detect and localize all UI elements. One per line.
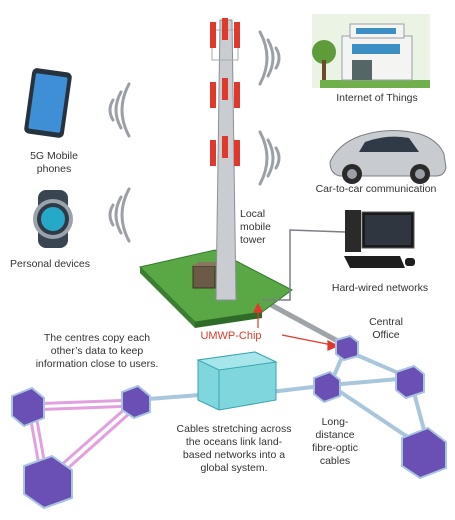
server-central-office bbox=[335, 334, 359, 362]
server-node-4 bbox=[11, 386, 45, 428]
label-wired: Hard-wired networks bbox=[331, 282, 429, 294]
server-node-5 bbox=[121, 384, 151, 420]
label-centres: The centres copy each other’s data to ke… bbox=[35, 332, 159, 370]
label-chip: UMWP-Chip bbox=[200, 330, 262, 342]
desktop-computer-icon bbox=[344, 210, 415, 268]
iot-house-icon bbox=[312, 14, 430, 88]
car-icon bbox=[329, 130, 447, 184]
mobile-phone-icon bbox=[24, 68, 72, 138]
label-mobile: 5G Mobile phones bbox=[30, 150, 78, 175]
signal-waves bbox=[108, 30, 281, 243]
server-node-3 bbox=[401, 426, 447, 480]
smart-watch-icon bbox=[33, 190, 73, 248]
server-node-6 bbox=[23, 454, 73, 510]
label-personal: Personal devices bbox=[10, 258, 90, 270]
label-fibre: Long- distance fibre-optic cables bbox=[311, 416, 359, 467]
signal-icon-watch bbox=[108, 187, 131, 243]
server-node-1 bbox=[313, 370, 341, 404]
ocean-cable-box bbox=[196, 351, 278, 411]
chip-arrows bbox=[253, 302, 340, 351]
server-node-2 bbox=[395, 364, 425, 400]
label-tower: Local mobile tower bbox=[240, 208, 271, 246]
label-iot: Internet of Things bbox=[336, 92, 418, 104]
signal-icon-iot bbox=[258, 30, 281, 86]
signal-icon-phone bbox=[108, 82, 131, 138]
signal-icon-car bbox=[258, 130, 281, 186]
wired-cable bbox=[262, 229, 346, 301]
label-car: Car-to-car communication bbox=[315, 183, 437, 195]
label-central: Central Office bbox=[369, 316, 403, 341]
label-cables: Cables stretching across the oceans link… bbox=[176, 423, 292, 474]
tower-mast bbox=[210, 18, 240, 301]
